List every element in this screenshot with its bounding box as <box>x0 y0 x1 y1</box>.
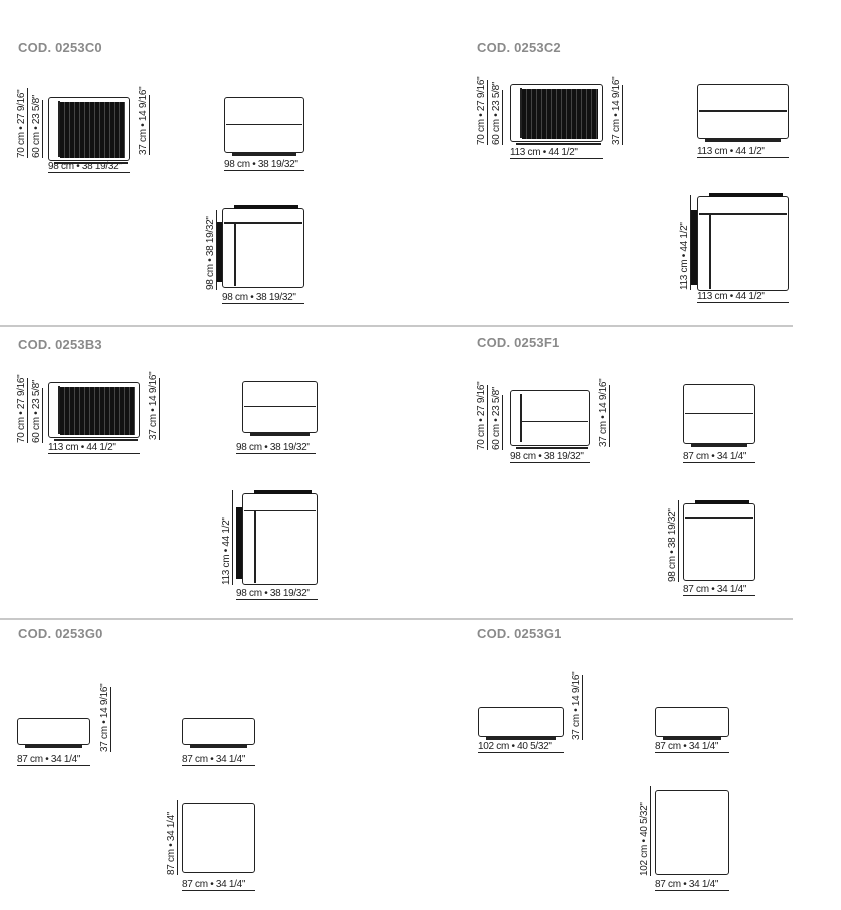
seat-top-line <box>244 405 316 408</box>
dimension-label: 113 cm • 44 1/2" <box>697 291 789 303</box>
dimension-label: 113 cm • 44 1/2" <box>510 147 603 159</box>
side-view-frame <box>478 707 564 737</box>
dimension-label: 98 cm • 38 19/32" <box>222 292 304 304</box>
dimension-label-vertical: 37 cm • 14 9/16" <box>99 683 111 752</box>
backrest-cushion <box>60 102 125 158</box>
dimension-label-vertical: 70 cm • 27 9/16" <box>476 76 488 145</box>
dimension-label: 98 cm • 38 19/32" <box>236 442 316 454</box>
dimension-label-vertical: 60 cm • 23 5/8" <box>491 386 503 450</box>
back-line <box>699 213 787 215</box>
top-view-frame <box>182 803 255 873</box>
top-view-frame <box>697 196 789 291</box>
seat-line <box>522 420 588 423</box>
base-line <box>54 439 138 441</box>
back-line <box>244 509 316 512</box>
dimension-label-vertical: 37 cm • 14 9/16" <box>571 671 583 740</box>
dimension-label-vertical: 87 cm • 34 1/4" <box>166 800 178 875</box>
base-line <box>232 153 296 156</box>
backrest-top <box>695 500 749 504</box>
section-code: COD. 0253F1 <box>477 335 560 350</box>
section-code: COD. 0253G1 <box>477 626 562 641</box>
dimension-label-vertical: 60 cm • 23 5/8" <box>31 379 43 443</box>
base-line <box>705 139 781 142</box>
dimension-label-vertical: 37 cm • 14 9/16" <box>148 371 160 440</box>
base-line <box>691 444 747 447</box>
dimension-label: 98 cm • 38 19/32" <box>224 159 304 171</box>
backrest-top <box>254 490 312 494</box>
dimension-label: 87 cm • 34 1/4" <box>655 879 729 891</box>
armrest-line <box>520 394 522 442</box>
arm-shadow <box>691 210 697 285</box>
section-divider <box>0 325 793 327</box>
section-divider <box>0 618 793 620</box>
seat-top-line <box>685 412 753 415</box>
dimension-label-vertical: 70 cm • 27 9/16" <box>16 88 28 158</box>
dimension-label: 113 cm • 44 1/2" <box>48 442 140 454</box>
base-line <box>663 737 721 740</box>
armrest-line <box>520 88 522 138</box>
seat-top-line <box>226 123 302 126</box>
backrest-cushion <box>522 89 598 139</box>
top-view-frame <box>683 503 755 581</box>
top-view-frame <box>655 790 729 875</box>
dimension-label: 113 cm • 44 1/2" <box>697 146 789 158</box>
front-view-frame <box>182 718 255 745</box>
arm-line <box>234 224 236 287</box>
dimension-label: 87 cm • 34 1/4" <box>182 879 255 891</box>
base-line <box>190 745 247 748</box>
section-code: COD. 0253B3 <box>18 337 102 352</box>
dimension-label-vertical: 70 cm • 27 9/16" <box>16 374 28 443</box>
dimension-label: 102 cm • 40 5/32" <box>478 741 564 753</box>
section-code: COD. 0253G0 <box>18 626 103 641</box>
arm-shadow <box>236 507 242 579</box>
base-line <box>250 433 310 436</box>
dimension-label-vertical: 60 cm • 23 5/8" <box>491 81 503 145</box>
dimension-label-vertical: 37 cm • 14 9/16" <box>611 76 623 145</box>
base-line <box>486 737 556 740</box>
side-view-frame <box>17 718 90 745</box>
dimension-label-vertical: 102 cm • 40 5/32" <box>639 786 651 876</box>
dimension-label: 87 cm • 34 1/4" <box>655 741 729 753</box>
front-view-frame <box>655 707 729 737</box>
dimension-label-vertical: 60 cm • 23 5/8" <box>31 94 43 158</box>
dimension-label: 98 cm • 38 19/32" <box>510 451 590 463</box>
dimension-label-vertical: 37 cm • 14 9/16" <box>598 378 610 447</box>
top-view-frame <box>222 208 304 288</box>
dimension-label: 87 cm • 34 1/4" <box>17 754 90 766</box>
dimension-label: 87 cm • 34 1/4" <box>683 584 755 596</box>
base-line <box>516 447 588 449</box>
dimension-label: 87 cm • 34 1/4" <box>182 754 255 766</box>
seat-top-line <box>699 110 787 112</box>
back-line <box>224 222 302 224</box>
dimension-label-vertical: 70 cm • 27 9/16" <box>476 381 488 450</box>
dimension-label: 87 cm • 34 1/4" <box>683 451 755 463</box>
base-line <box>25 745 82 748</box>
dimension-label: 98 cm • 38 19/32" <box>48 161 130 173</box>
arm-shadow <box>216 222 222 282</box>
dimension-label-vertical: 98 cm • 38 19/32" <box>667 500 679 582</box>
dimension-label-vertical: 113 cm • 44 1/2" <box>679 195 691 290</box>
section-code: COD. 0253C2 <box>477 40 561 55</box>
armrest-line <box>58 101 60 157</box>
side-view-frame <box>510 390 590 446</box>
arm-line <box>254 511 256 584</box>
backrest-cushion <box>60 387 135 435</box>
dimension-label-vertical: 113 cm • 44 1/2" <box>221 490 233 585</box>
backrest-top <box>709 193 783 197</box>
backrest-top <box>234 205 298 209</box>
dimension-label-vertical: 37 cm • 14 9/16" <box>138 86 150 155</box>
dimension-label: 98 cm • 38 19/32" <box>236 588 318 600</box>
base-line <box>54 162 128 164</box>
back-line <box>685 517 753 519</box>
section-code: COD. 0253C0 <box>18 40 102 55</box>
dimension-label-vertical: 98 cm • 38 19/32" <box>205 210 217 290</box>
arm-line <box>709 215 711 290</box>
base-line <box>516 143 601 145</box>
armrest-line <box>58 386 60 434</box>
